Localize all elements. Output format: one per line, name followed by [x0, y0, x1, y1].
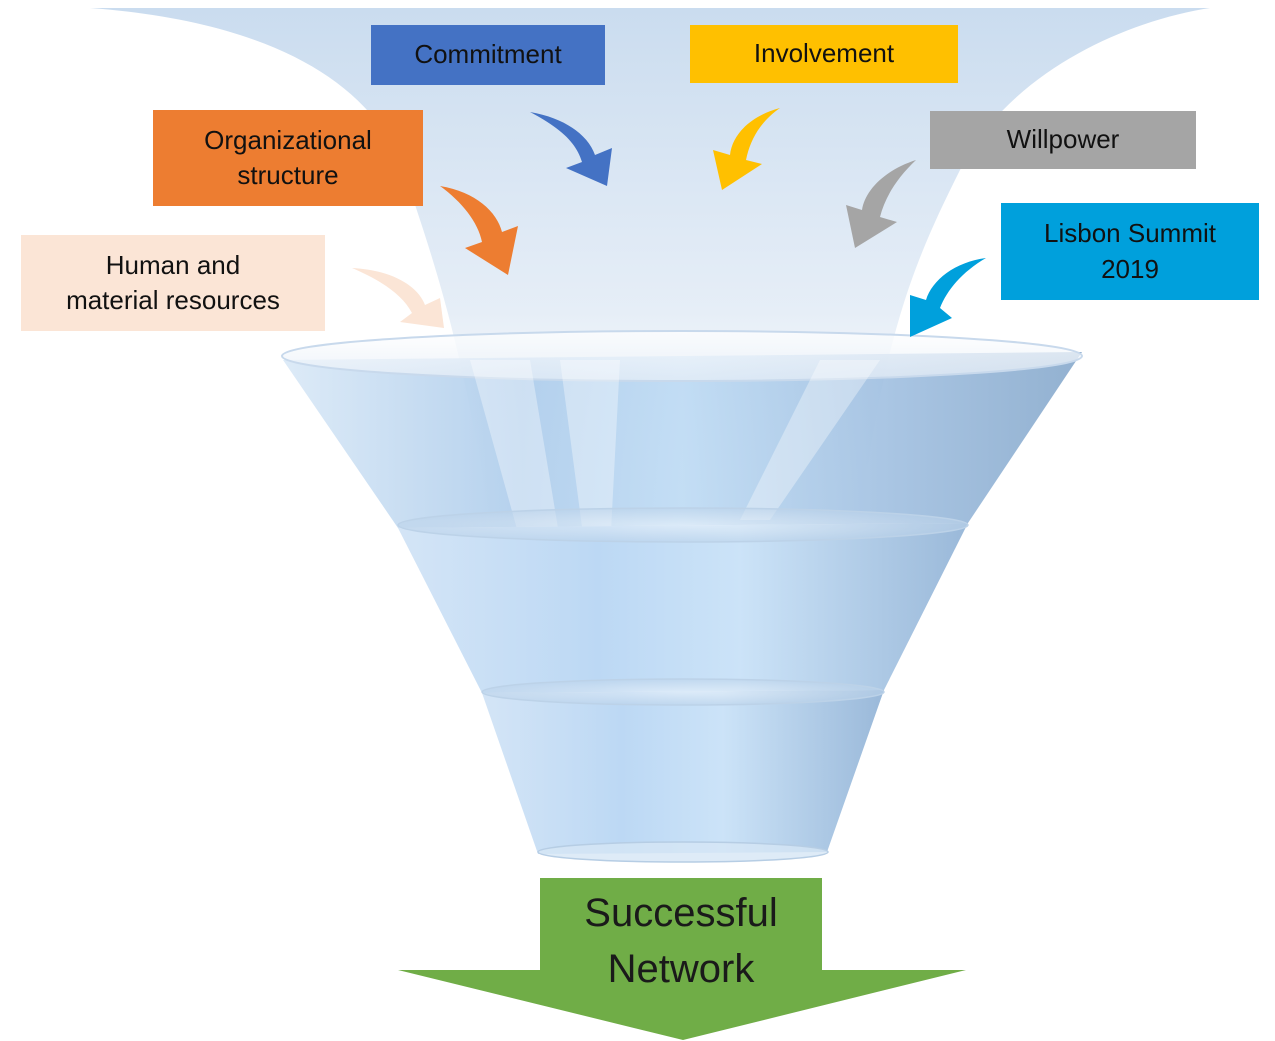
- light-streaks: [470, 360, 880, 550]
- factor-label-willpower: Willpower: [1006, 124, 1120, 155]
- outcome-label-line-1: Successful: [584, 891, 778, 935]
- factor-box-human-material-resources: Human and material resources: [21, 235, 325, 331]
- factor-box-involvement: Involvement: [690, 25, 958, 83]
- funnel-lower-section: [482, 690, 884, 854]
- funnel-ring-2: [481, 678, 885, 706]
- outcome-arrow: [398, 878, 966, 1040]
- factor-label-human-line-1: Human and: [105, 249, 241, 280]
- factor-box-willpower: Willpower: [930, 111, 1196, 169]
- funnel-upper-section: [283, 352, 1082, 528]
- factor-label-human-line-2: material resources: [66, 285, 280, 315]
- organizational-structure-arrow: [440, 186, 518, 275]
- factor-label-organizational-line-1: Organizational: [204, 124, 372, 155]
- factor-box-commitment: Commitment: [371, 25, 605, 85]
- factor-label-lisbon-line-1: Lisbon Summit: [1044, 218, 1216, 249]
- funnel-rim: [281, 330, 1083, 382]
- lisbon-summit-arrow: [910, 258, 986, 337]
- factor-arrows: [352, 108, 986, 337]
- funnel-middle-section: [398, 523, 968, 693]
- funnel-bottom-opening: [537, 841, 829, 863]
- factor-label-involvement: Involvement: [753, 38, 895, 69]
- factor-label-lisbon-line-2: 2019: [1101, 253, 1159, 284]
- factor-label-organizational-line-2: structure: [237, 160, 339, 190]
- factor-box-lisbon-summit: Lisbon Summit 2019: [1001, 203, 1259, 300]
- outcome-label-line-2: Network: [607, 947, 755, 991]
- commitment-arrow: [530, 112, 612, 186]
- human-resources-arrow: [352, 268, 444, 328]
- factor-box-organizational-structure: Organizational structure: [153, 110, 423, 206]
- factor-label-commitment: Commitment: [414, 39, 562, 70]
- funnel-ring-1: [397, 507, 969, 543]
- willpower-arrow: [846, 160, 916, 248]
- involvement-arrow: [713, 108, 780, 190]
- outcome-label: Successful Network: [541, 885, 821, 997]
